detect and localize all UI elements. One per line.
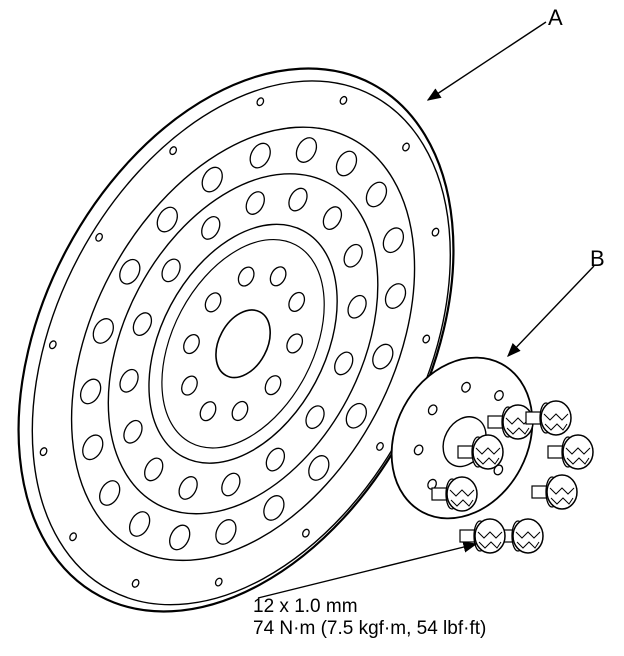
inner-hole bbox=[123, 419, 143, 444]
rim-hole bbox=[431, 227, 440, 237]
hub-bolt-hole bbox=[237, 266, 255, 287]
torque-spec: 12 x 1.0 mm 74 N·m (7.5 kgf·m, 54 lbf·ft… bbox=[253, 596, 486, 640]
outer-hole bbox=[263, 495, 285, 521]
outer-hole bbox=[79, 378, 102, 405]
drive-plate-center-bore bbox=[215, 309, 271, 379]
outer-hole bbox=[308, 455, 330, 481]
outer-hole bbox=[335, 150, 358, 177]
inner-hole bbox=[322, 206, 343, 230]
drive-plate-hub-ring bbox=[148, 223, 338, 464]
rim-hole bbox=[256, 97, 265, 107]
drive-plate-rim bbox=[31, 80, 451, 606]
inner-hole bbox=[288, 187, 308, 212]
flywheel-bolt bbox=[531, 474, 578, 510]
rim-hole bbox=[131, 578, 140, 588]
inner-hole bbox=[201, 216, 221, 240]
flywheel-bolt bbox=[459, 518, 506, 554]
hub-bolt-hole bbox=[181, 375, 198, 396]
hub-bolt-hole bbox=[204, 292, 222, 313]
hub-holes bbox=[181, 266, 306, 422]
backing-plate-hole bbox=[494, 390, 504, 401]
rim-hole bbox=[422, 334, 431, 344]
inner-hole bbox=[265, 447, 286, 472]
outer-hole bbox=[92, 318, 114, 344]
inner-hole bbox=[144, 457, 164, 482]
backing-plate-edge bbox=[390, 356, 534, 520]
hub-bolt-hole bbox=[264, 375, 282, 396]
callout-a: A bbox=[548, 5, 563, 30]
outer-hole bbox=[201, 166, 223, 193]
flywheel-bolt bbox=[457, 434, 504, 470]
backing-plate-hole bbox=[427, 478, 437, 490]
flywheel-bolt bbox=[525, 400, 572, 436]
inner-hole bbox=[305, 405, 325, 430]
hub-bolt-hole bbox=[288, 291, 306, 313]
drive-plate bbox=[17, 67, 455, 613]
leader-line-b bbox=[507, 265, 595, 358]
hub-bolt-hole bbox=[231, 400, 249, 422]
drive-plate-outer-edge bbox=[17, 67, 455, 613]
inner-hole bbox=[132, 312, 153, 336]
rim-hole bbox=[69, 532, 77, 542]
outer-hole bbox=[345, 402, 367, 429]
backing-plate-hole bbox=[427, 404, 438, 416]
leader-line-a bbox=[426, 21, 547, 101]
inner-hole bbox=[161, 258, 181, 283]
bolt-size-label: 12 x 1.0 mm bbox=[253, 596, 358, 617]
inner-hole bbox=[343, 243, 363, 268]
flywheel-bolts bbox=[431, 400, 594, 554]
inner-hole bbox=[245, 191, 265, 215]
flywheel-bolt bbox=[547, 434, 594, 470]
outer-hole bbox=[156, 206, 178, 233]
rim-hole bbox=[302, 528, 310, 538]
outer-hole bbox=[249, 142, 271, 169]
rim-hole bbox=[214, 577, 223, 587]
outer-hole bbox=[372, 343, 394, 370]
rim-hole bbox=[39, 447, 48, 457]
outer-hole bbox=[365, 181, 388, 208]
outer-hole bbox=[295, 137, 318, 163]
hub-bolt-hole bbox=[286, 333, 304, 354]
outer-hole bbox=[384, 283, 407, 309]
flywheel-bolt bbox=[431, 476, 478, 512]
inner-hole bbox=[334, 351, 354, 376]
rim-hole bbox=[376, 442, 384, 451]
outer-hole bbox=[215, 519, 237, 545]
hub-bolt-hole bbox=[183, 334, 200, 355]
backing-plate-hole bbox=[461, 381, 471, 393]
outer-hole bbox=[99, 480, 121, 506]
rim-holes bbox=[39, 95, 440, 588]
outer-hole bbox=[128, 511, 151, 537]
callout-b: B bbox=[590, 246, 605, 271]
outer-hole bbox=[82, 434, 104, 461]
inner-holes bbox=[119, 187, 367, 500]
outer-holes bbox=[79, 137, 407, 551]
inner-hole bbox=[178, 476, 198, 500]
rim-hole bbox=[339, 95, 348, 105]
inner-hole bbox=[119, 368, 139, 393]
inner-hole bbox=[221, 472, 241, 497]
hub-bolt-hole bbox=[199, 401, 217, 422]
outer-hole bbox=[382, 227, 405, 254]
hub-bolt-hole bbox=[269, 266, 287, 287]
drive-plate-mid-ring bbox=[107, 173, 379, 515]
torque-label: 74 N·m (7.5 kgf·m, 54 lbf·ft) bbox=[253, 618, 487, 639]
outer-hole bbox=[119, 258, 141, 285]
rim-hole bbox=[402, 142, 410, 152]
inner-hole bbox=[347, 294, 367, 319]
drive-plate-inner-ring bbox=[70, 126, 416, 562]
backing-plate bbox=[390, 356, 534, 520]
rim-hole bbox=[169, 146, 178, 156]
leader-line-bolt bbox=[257, 541, 478, 599]
backing-plate-hole bbox=[413, 444, 424, 456]
rim-hole bbox=[95, 232, 103, 242]
rim-hole bbox=[48, 340, 57, 350]
outer-hole bbox=[169, 524, 191, 551]
